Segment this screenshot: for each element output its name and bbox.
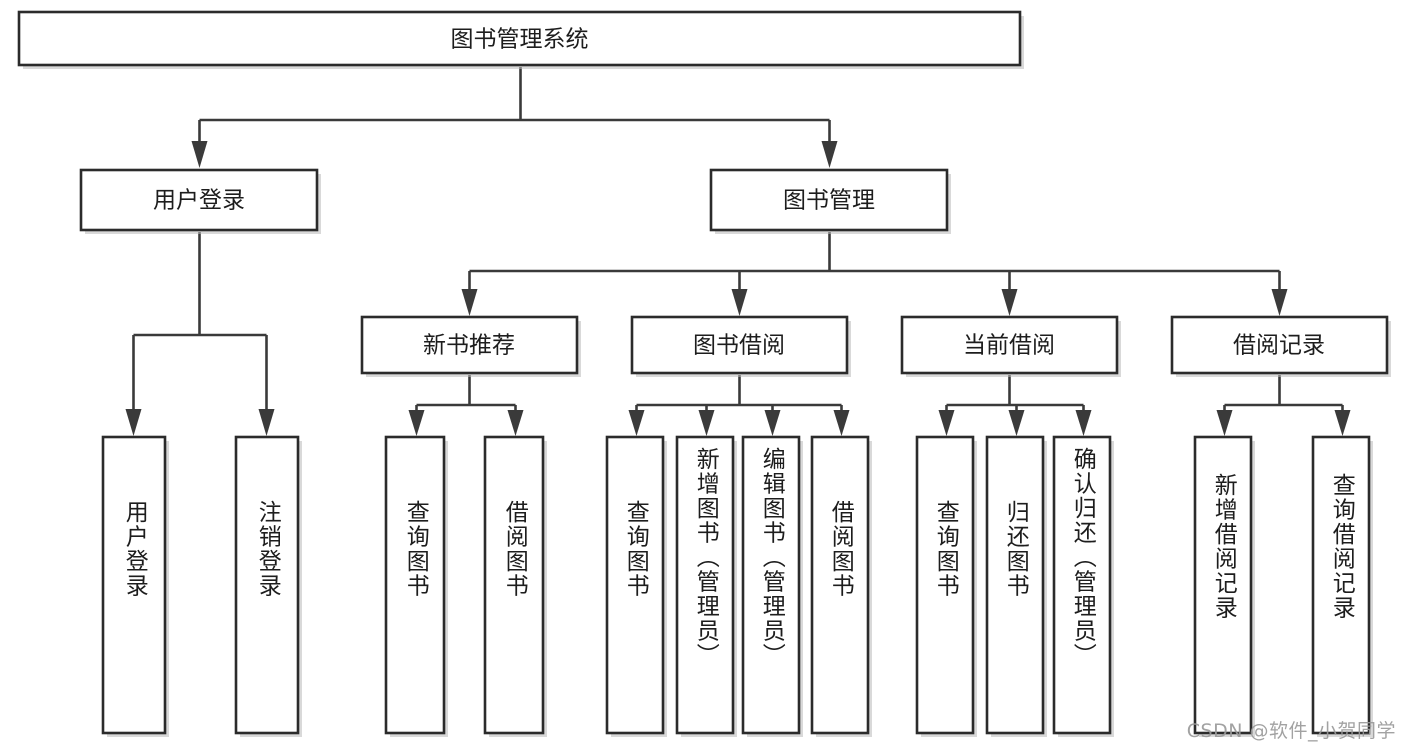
node-borrow-record-box[interactable] (1170, 315, 1389, 375)
leaf-borrow-add-box[interactable] (675, 435, 735, 735)
node-current-borrow-label: 当前借阅 (963, 333, 1055, 359)
connector-group-record (1216, 375, 1351, 436)
node-book-management-label: 图书管理 (783, 188, 875, 214)
csdn-watermark: CSDN @软件_小贺同学 (1186, 720, 1396, 742)
arrow-current-to-query (938, 410, 955, 436)
connector-group-user-login (125, 232, 275, 436)
leaf-borrow-query-box[interactable] (605, 435, 665, 735)
connector-group-current (938, 375, 1092, 436)
arrow-current-to-confirm (1075, 410, 1092, 436)
arrow-root-to-user (191, 141, 208, 168)
leaf-newbook-borrow-box[interactable] (483, 435, 545, 735)
arrow-newbook-to-borrow (507, 410, 524, 436)
arrow-borrow-to-edit (764, 410, 781, 436)
leaf-current-return-box[interactable] (985, 435, 1045, 735)
connector-group-new-book (408, 375, 524, 436)
node-book-borrow-box[interactable] (630, 315, 849, 375)
arrow-borrow-to-add (698, 410, 715, 436)
node-new-book-label: 新书推荐 (423, 333, 515, 359)
node-book-management-box[interactable] (709, 168, 949, 232)
leaf-record-query-box[interactable] (1311, 435, 1371, 735)
arrow-bookmgmt-to-new (461, 289, 478, 316)
node-borrow-record-label: 借阅记录 (1233, 333, 1325, 359)
node-book-borrow-label: 图书借阅 (693, 333, 785, 359)
leaf-user-logout-box[interactable] (234, 435, 300, 735)
arrow-borrow-to-query (628, 410, 645, 436)
arrow-user-to-logout (258, 409, 275, 436)
arrow-borrow-to-lend (833, 410, 850, 436)
node-user-login-label: 用户登录 (153, 188, 245, 214)
arrow-bookmgmt-to-record (1271, 289, 1288, 316)
arrow-newbook-to-query (408, 410, 425, 436)
leaf-user-login-box[interactable] (101, 435, 167, 735)
node-new-book-box[interactable] (360, 315, 579, 375)
connector-group-book-management (461, 232, 1288, 316)
arrow-bookmgmt-to-borrow (731, 289, 748, 316)
leaf-borrow-lend-box[interactable] (810, 435, 870, 735)
connector-group-root (191, 67, 838, 168)
node-current-borrow-box[interactable] (900, 315, 1119, 375)
node-root-label: 图书管理系统 (451, 27, 589, 53)
node-root-box[interactable] (17, 10, 1022, 67)
arrow-root-to-bookmgmt (821, 141, 838, 168)
leaf-current-query-box[interactable] (915, 435, 975, 735)
node-user-login-box[interactable] (79, 168, 319, 232)
arrow-record-to-query (1334, 410, 1351, 436)
arrow-bookmgmt-to-current (1001, 289, 1018, 316)
arrow-current-to-return (1008, 410, 1025, 436)
leaf-current-confirm-box[interactable] (1052, 435, 1112, 735)
leaf-borrow-edit-box[interactable] (741, 435, 801, 735)
arrow-record-to-add (1216, 410, 1233, 436)
leaf-newbook-query-box[interactable] (384, 435, 446, 735)
leaf-record-add-box[interactable] (1193, 435, 1253, 735)
arrow-user-to-login (125, 409, 142, 436)
connector-group-borrow (628, 375, 850, 436)
